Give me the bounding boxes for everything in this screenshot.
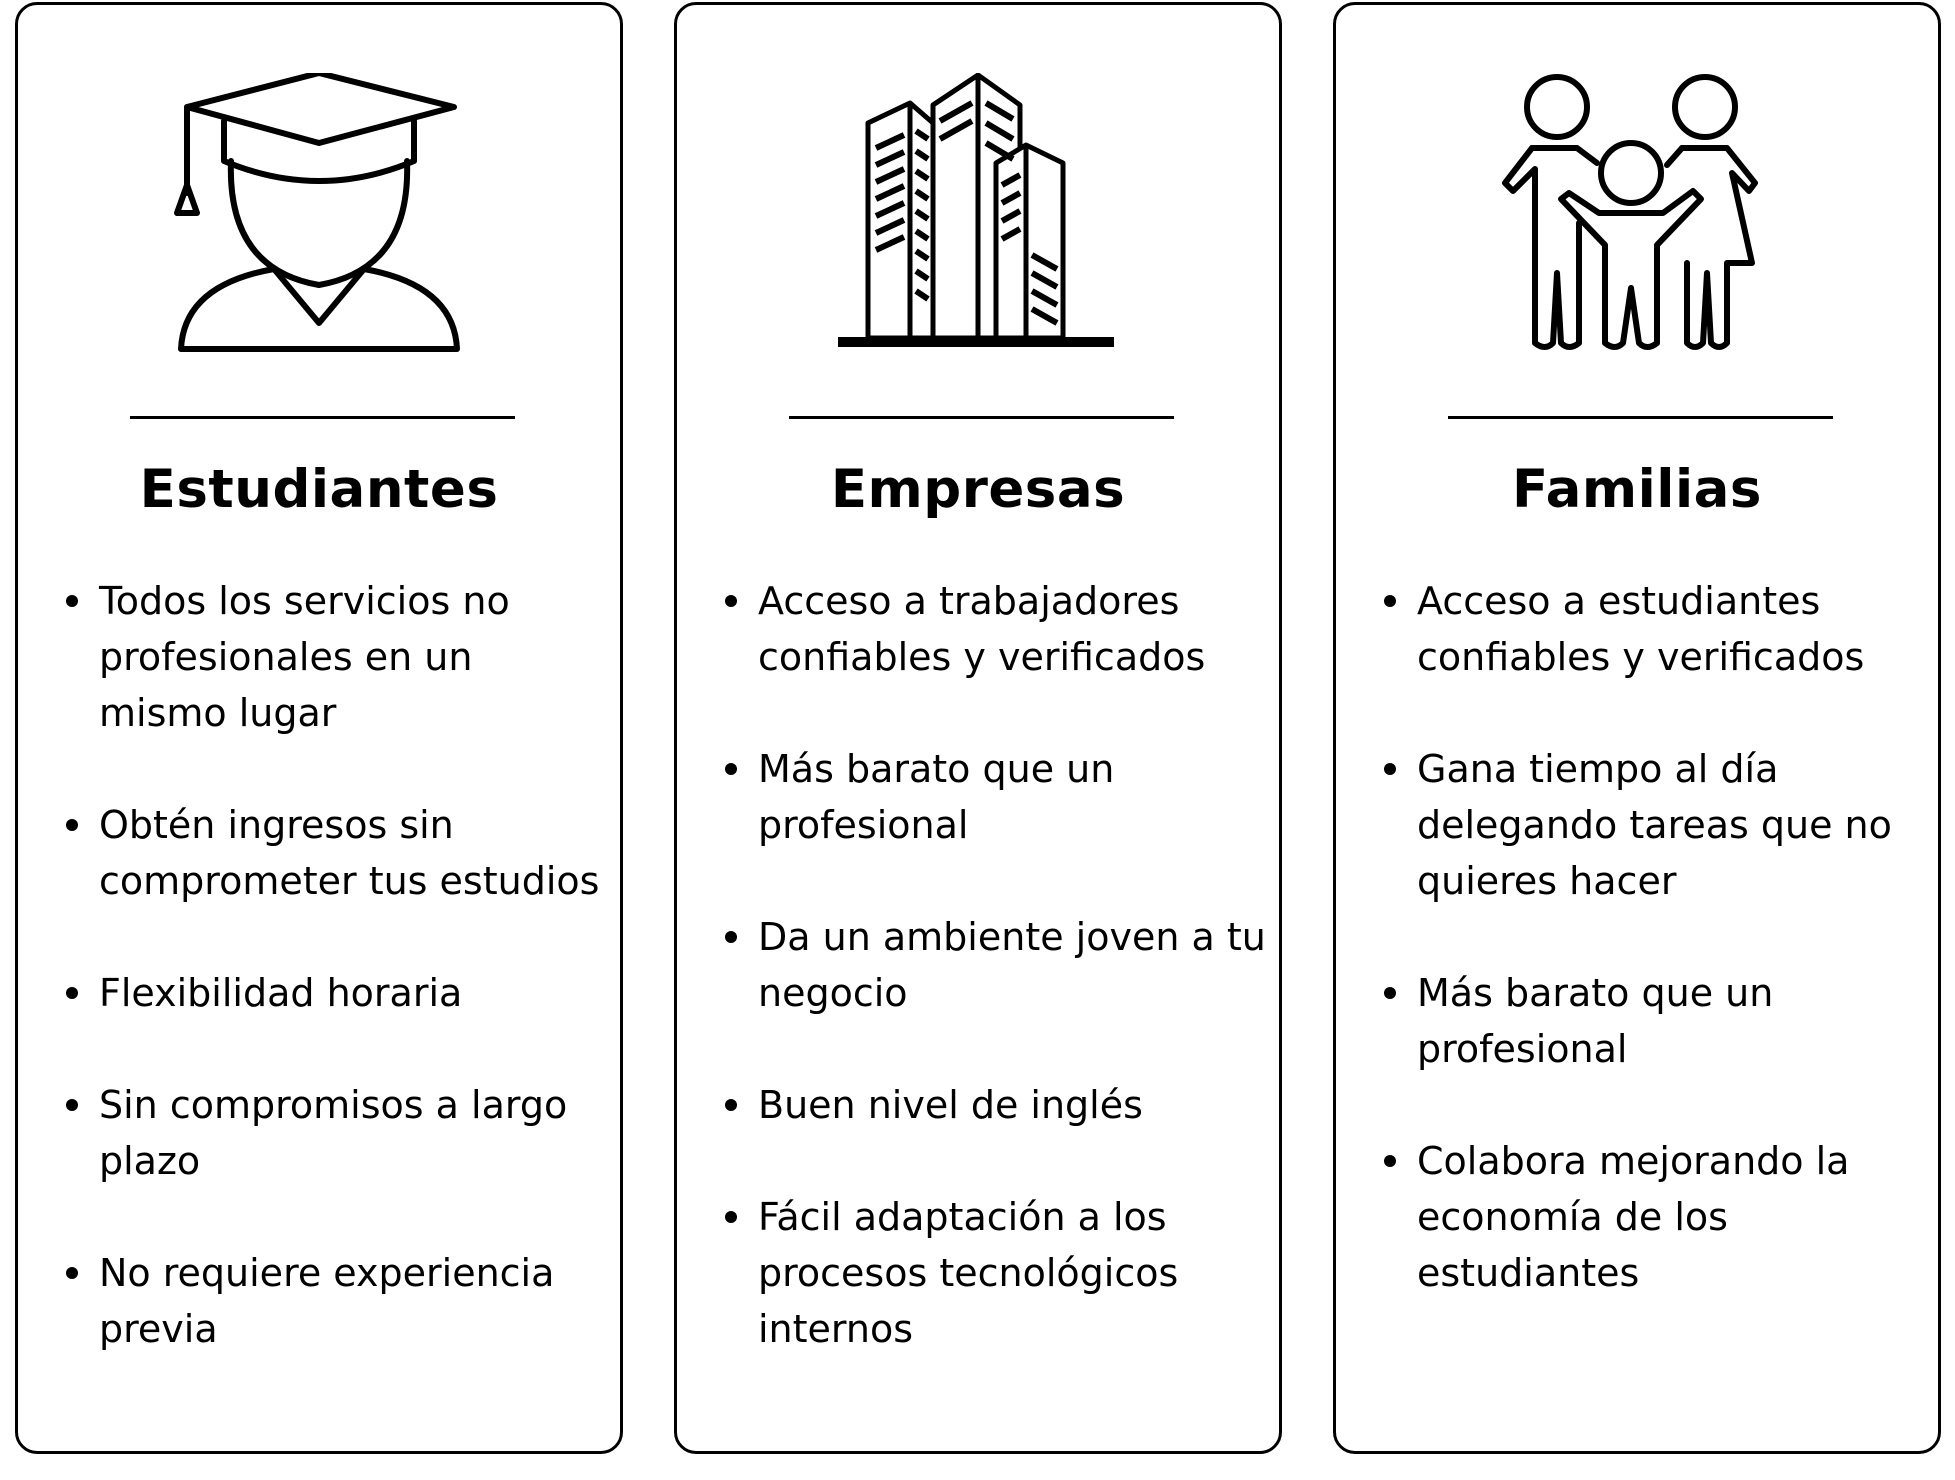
bullet (66, 819, 78, 831)
list-item-text: Más barato que un profesional (758, 747, 1115, 847)
list-item-text: Más barato que un profesional (1417, 971, 1774, 1071)
bullet (725, 1211, 737, 1223)
list-item-text: Da un ambiente joven a tu negocio (758, 915, 1266, 1015)
list-item: Colabora mejorando la economía de los es… (1383, 1133, 1930, 1301)
list-item: Acceso a estudiantes confiables y verifi… (1383, 573, 1930, 685)
list-item-text: Obtén ingresos sin comprometer tus estud… (99, 803, 600, 903)
benefit-list: Todos los servicios no profesionales en … (65, 573, 612, 1413)
list-item-text: Todos los servicios no profesionales en … (99, 579, 510, 735)
list-item-text: Acceso a trabajadores confiables y verif… (758, 579, 1206, 679)
bullet (1384, 987, 1396, 999)
list-item: No requiere experiencia previa (65, 1245, 612, 1357)
bullet (1384, 1155, 1396, 1167)
list-item: Flexibilidad horaria (65, 965, 612, 1021)
bullet (66, 987, 78, 999)
list-item: Gana tiempo al día delegando tareas que … (1383, 741, 1930, 909)
list-item: Más barato que un profesional (724, 741, 1271, 853)
bullet (66, 1099, 78, 1111)
card-estudiantes: Estudiantes Todos los servicios no profe… (15, 2, 623, 1454)
card-title: Empresas (830, 459, 1126, 520)
list-item-text: Acceso a estudiantes confiables y verifi… (1417, 579, 1865, 679)
divider (1448, 416, 1833, 419)
list-item: Obtén ingresos sin comprometer tus estud… (65, 797, 612, 909)
divider (130, 416, 515, 419)
list-item-text: Gana tiempo al día delegando tareas que … (1417, 747, 1892, 903)
list-item-text: Fácil adaptación a los procesos tecnológ… (758, 1195, 1179, 1351)
list-item-text: Flexibilidad horaria (99, 971, 463, 1015)
card-title: Estudiantes (139, 459, 499, 520)
family-icon (1487, 73, 1787, 353)
bullet (66, 595, 78, 607)
divider (789, 416, 1174, 419)
list-item-text: Colabora mejorando la economía de los es… (1417, 1139, 1850, 1295)
list-item: Fácil adaptación a los procesos tecnológ… (724, 1189, 1271, 1357)
list-item-text: Sin compromisos a largo plazo (99, 1083, 568, 1183)
card-empresas: Empresas Acceso a trabajadores confiable… (674, 2, 1282, 1454)
list-item: Todos los servicios no profesionales en … (65, 573, 612, 741)
bullet (725, 763, 737, 775)
bullet (1384, 595, 1396, 607)
bullet (725, 1099, 737, 1111)
bullet (1384, 763, 1396, 775)
bullet (66, 1267, 78, 1279)
benefit-list: Acceso a estudiantes confiables y verifi… (1383, 573, 1930, 1357)
list-item: Buen nivel de inglés (724, 1077, 1271, 1133)
card-title: Familias (1512, 459, 1762, 520)
list-item: Acceso a trabajadores confiables y verif… (724, 573, 1271, 685)
list-item: Más barato que un profesional (1383, 965, 1930, 1077)
list-item: Sin compromisos a largo plazo (65, 1077, 612, 1189)
list-item-text: No requiere experiencia previa (99, 1251, 555, 1351)
card-familias: Familias Acceso a estudiantes confiables… (1333, 2, 1941, 1454)
list-item-text: Buen nivel de inglés (758, 1083, 1143, 1127)
bullet (725, 595, 737, 607)
benefit-list: Acceso a trabajadores confiables y verif… (724, 573, 1271, 1413)
bullet (725, 931, 737, 943)
graduate-icon (169, 73, 469, 353)
buildings-icon (828, 73, 1128, 353)
list-item: Da un ambiente joven a tu negocio (724, 909, 1271, 1021)
